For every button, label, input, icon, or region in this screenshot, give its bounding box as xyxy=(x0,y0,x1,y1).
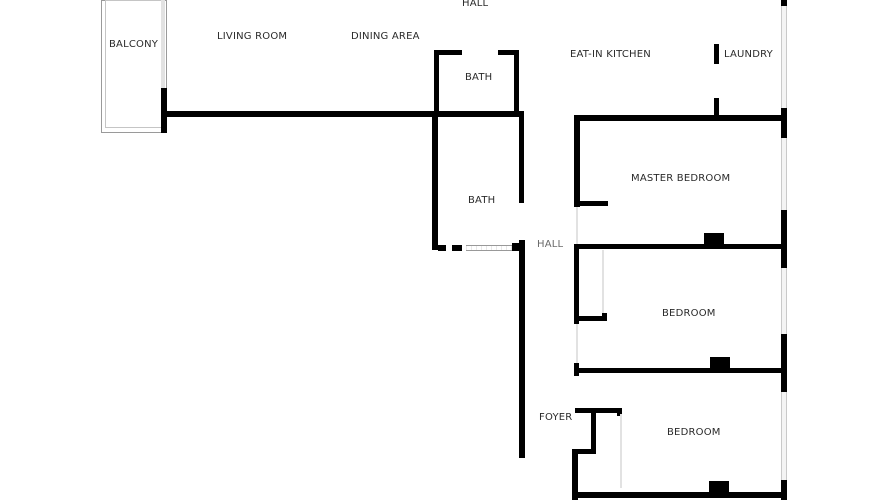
wall-bedroom1-south xyxy=(576,368,787,373)
wall-master-closet-stub xyxy=(574,201,608,206)
wall-upper-bath-west xyxy=(434,50,439,114)
room-label-bedroom-1: BEDROOM xyxy=(662,308,716,319)
wall-bedroom2-west xyxy=(572,449,578,500)
room-label-laundry: LAUNDRY xyxy=(724,49,773,60)
master-column xyxy=(704,233,724,247)
wall-east-c xyxy=(781,334,787,392)
room-label-balcony: BALCONY xyxy=(109,39,159,50)
window-bedroom-1 xyxy=(781,268,787,334)
wall-east-a xyxy=(781,108,787,138)
wall-foyer-top-cap xyxy=(617,408,622,416)
wall-lower-bath-east xyxy=(519,111,524,203)
wall-foyer-top xyxy=(575,408,621,413)
wall-corridor-west xyxy=(519,240,525,458)
bedroom1-closet-door xyxy=(602,250,604,316)
room-label-hall-top: HALL xyxy=(462,0,489,9)
wall-upper-bath-east xyxy=(514,50,519,114)
wall-bedroom1-west xyxy=(574,244,579,324)
closet-shelving xyxy=(466,245,512,251)
room-label-dining-area: DINING AREA xyxy=(351,31,420,42)
wall-upper-bath-top-right xyxy=(498,50,518,55)
wall-bedroom1-closet-stub xyxy=(574,316,606,321)
wall-master-west xyxy=(574,115,580,207)
bedroom2-column xyxy=(709,481,729,495)
room-label-bedroom-2: BEDROOM xyxy=(667,427,721,438)
wall-east-d xyxy=(781,480,787,500)
wall-master-south xyxy=(576,244,787,249)
room-label-hall-center: HALL xyxy=(537,239,564,250)
room-label-living-room: LIVING ROOM xyxy=(217,31,288,42)
room-label-foyer: FOYER xyxy=(539,412,573,423)
balcony-railing-inner xyxy=(105,0,163,128)
wall-living-west xyxy=(161,88,167,133)
room-label-eat-in-kitchen: EAT-IN KITCHEN xyxy=(570,49,651,60)
wall-lower-bath-south-b xyxy=(452,245,462,251)
wall-lower-bath-south-a xyxy=(438,245,446,251)
wall-foyer-jog-bottom xyxy=(572,449,596,454)
wall-laundry-partition-top xyxy=(714,44,719,64)
wall-lower-bath-south-c xyxy=(512,243,524,251)
wall-upper-bath-top-left xyxy=(434,50,462,55)
balcony-door-opening xyxy=(161,0,165,88)
bedroom1-door-opening xyxy=(576,324,578,366)
room-label-bath-upper: BATH xyxy=(465,72,493,83)
wall-foyer-jog xyxy=(591,408,596,453)
wall-east-top xyxy=(781,0,787,6)
wall-laundry-partition-bottom xyxy=(714,98,719,118)
bedroom1-column xyxy=(710,357,730,371)
wall-living-south xyxy=(165,111,520,117)
window-laundry xyxy=(781,6,787,108)
window-master-bedroom xyxy=(781,138,787,210)
master-door-opening xyxy=(576,207,578,245)
room-label-bath-lower: BATH xyxy=(468,195,496,206)
bedroom2-closet-door xyxy=(620,414,622,488)
window-bedroom-2 xyxy=(781,392,787,480)
wall-bedroom2-south xyxy=(572,492,787,498)
wall-bedroom1-closet-cap xyxy=(602,313,607,321)
wall-east-b xyxy=(781,210,787,268)
wall-lower-bath-west xyxy=(432,113,438,250)
room-label-master-bedroom: MASTER BEDROOM xyxy=(631,173,731,184)
wall-master-north xyxy=(574,115,787,121)
